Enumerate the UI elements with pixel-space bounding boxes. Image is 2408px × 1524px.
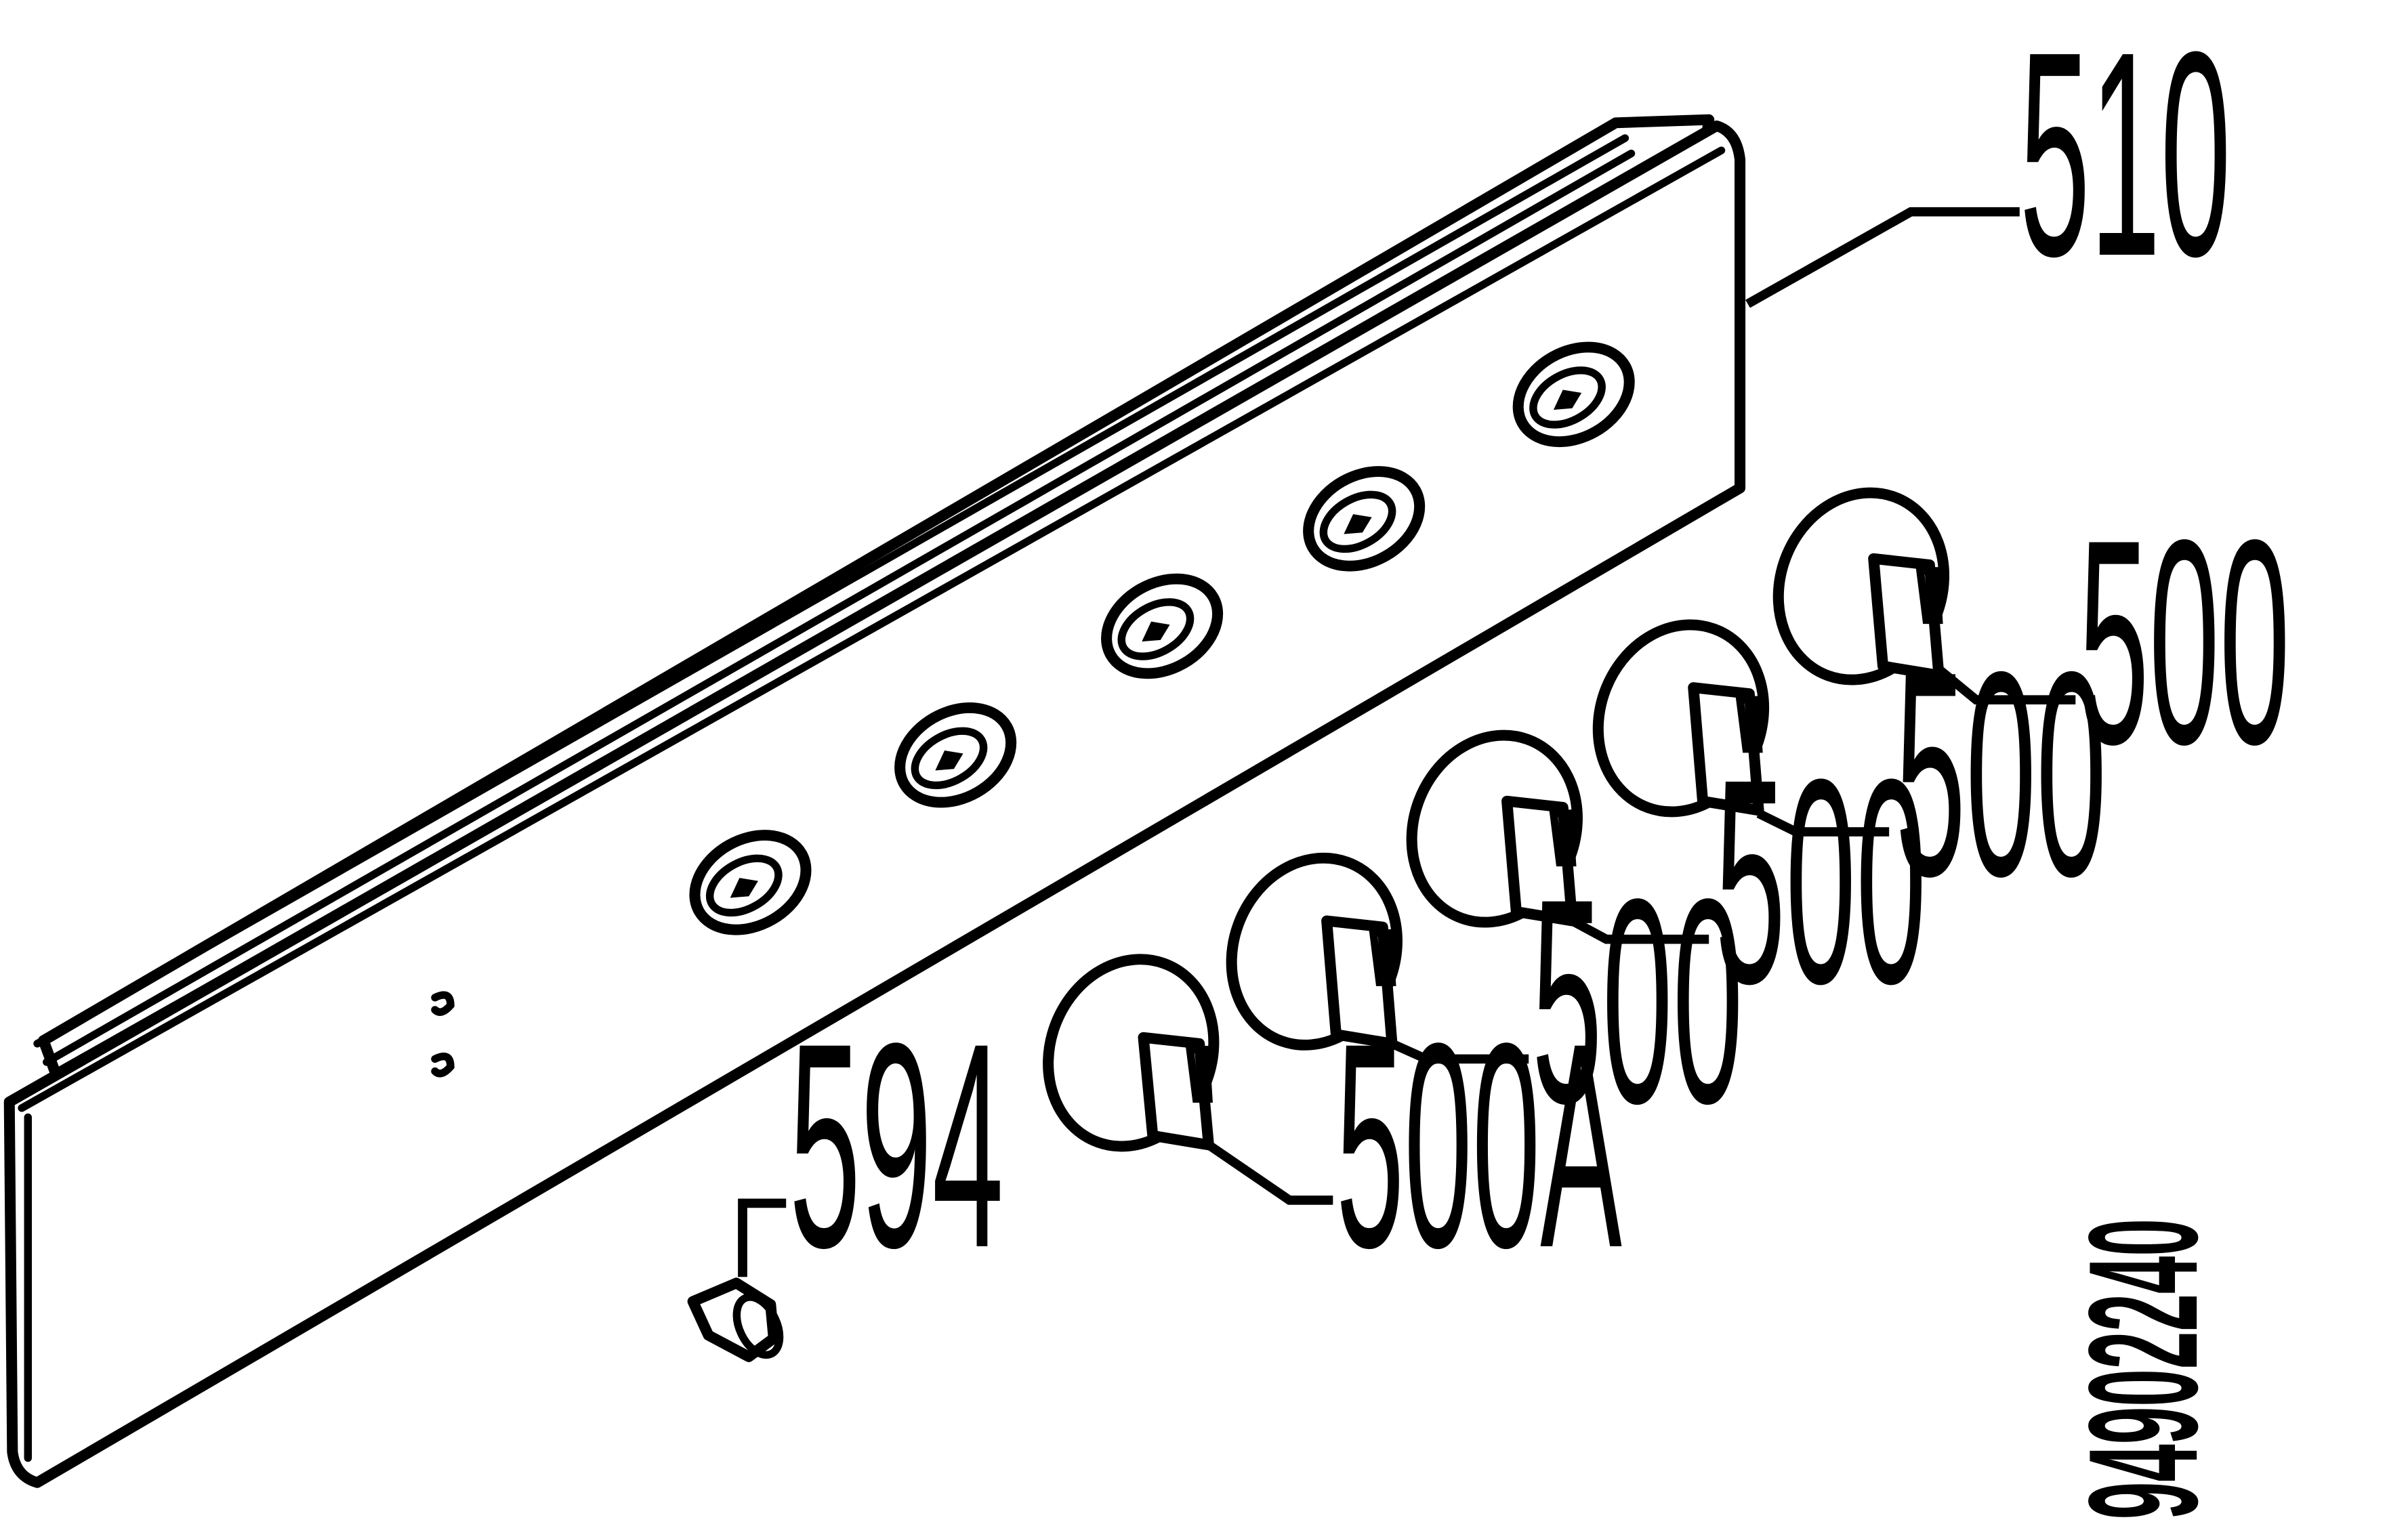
panel-hole bbox=[1303, 466, 1426, 572]
control-knob bbox=[1406, 729, 1583, 928]
control-knob bbox=[1226, 852, 1403, 1051]
label-500: 500 bbox=[2079, 479, 2290, 805]
leader-lines bbox=[738, 207, 2076, 1277]
screw bbox=[687, 1277, 784, 1362]
panel-hole bbox=[894, 702, 1017, 808]
control-knob bbox=[1592, 619, 1770, 818]
label-594: 594 bbox=[789, 982, 1003, 1308]
label-500: 500 bbox=[1715, 718, 1926, 1044]
control-panel bbox=[3, 114, 1746, 1488]
panel-hole bbox=[689, 830, 812, 935]
label-500: 500 bbox=[1895, 611, 2106, 937]
panel-hole bbox=[1512, 341, 1635, 448]
control-knob bbox=[1772, 487, 1950, 685]
label-500: 500 bbox=[1532, 838, 1743, 1164]
drawing-number: 94902240 bbox=[2057, 1219, 2230, 1519]
indicator-slot bbox=[431, 991, 455, 1078]
label-510: 510 bbox=[2020, 0, 2231, 317]
label-500a: 500A bbox=[1336, 982, 1623, 1308]
panel-hole bbox=[1101, 573, 1224, 679]
control-knob bbox=[1043, 954, 1220, 1152]
